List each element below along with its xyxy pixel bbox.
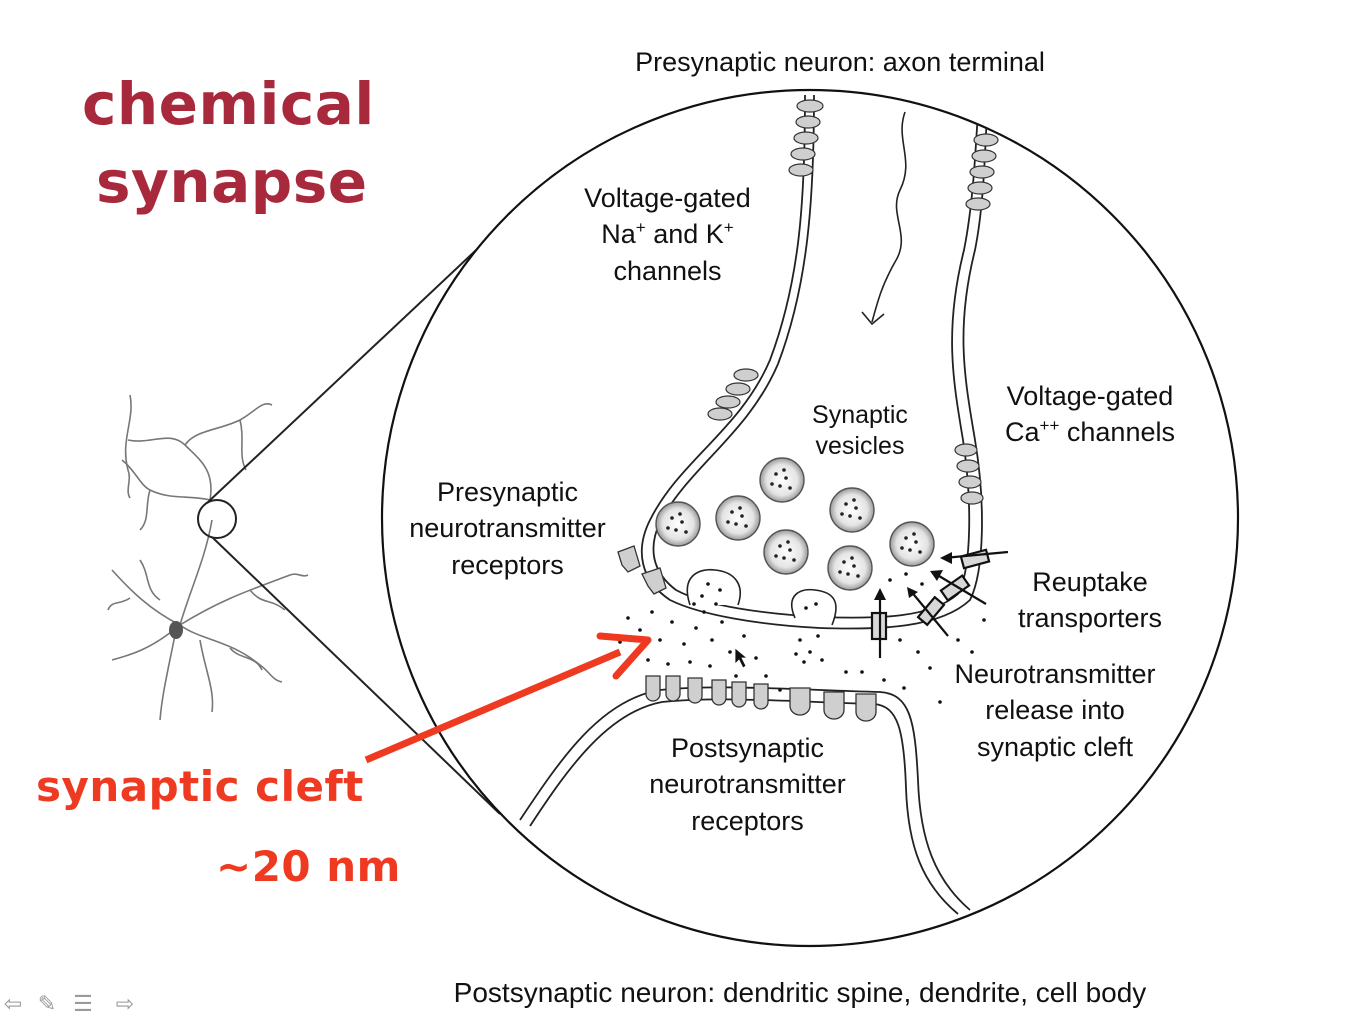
na-k-channels-label: Voltage-gated Na+ and K+ channels	[555, 180, 780, 289]
pre-line-2: neurotransmitter	[409, 513, 606, 544]
ca-text: Ca	[1005, 417, 1040, 448]
na-k-line-3: channels	[613, 255, 722, 286]
synaptic-cleft-label: synaptic cleft	[36, 762, 364, 811]
magnified-view	[380, 88, 1240, 948]
reuptake-transporters	[870, 548, 1009, 658]
arrow-right-icon[interactable]: ⇨	[115, 991, 135, 1016]
presynaptic-receptors	[617, 545, 667, 595]
action-potential-arrowhead	[861, 311, 885, 326]
action-potential-arrow	[871, 111, 907, 323]
vesicle-contents	[666, 468, 922, 578]
zoom-line-top	[206, 236, 491, 504]
vesicles-line-2: vesicles	[815, 432, 905, 461]
mouse-cursor	[734, 647, 749, 669]
ca-channels	[954, 443, 984, 505]
postsynaptic-receptors	[645, 675, 877, 722]
nt-line-3: synaptic cleft	[976, 731, 1134, 762]
pre-line-1: Presynaptic	[436, 477, 579, 507]
slide-toolbar: ⇦ ✎ ☰ ⇨	[0, 988, 160, 1017]
k-text: and K	[653, 219, 724, 250]
vesicles-label: Synaptic vesicles	[790, 400, 930, 463]
presynaptic-receptors-label: Presynaptic neurotransmitter receptors	[390, 474, 625, 583]
na-k-line-2: Na+ and K+	[555, 216, 780, 252]
na-text: Na	[601, 219, 636, 250]
reuptake-label: Reuptake transporters	[1000, 564, 1180, 637]
reuptake-arrowheads	[874, 552, 952, 600]
k-charge: +	[723, 218, 734, 238]
title-line-2: synapse	[96, 148, 368, 216]
pen-icon[interactable]: ✎	[37, 991, 57, 1016]
menu-icon[interactable]: ☰	[73, 991, 93, 1016]
zoom-line-bottom	[211, 536, 501, 815]
neuron-sketch	[107, 394, 309, 721]
reuptake-line-1: Reuptake	[1032, 567, 1148, 597]
post-line-1: Postsynaptic	[670, 733, 825, 763]
nt-line-1: Neurotransmitter	[954, 659, 1156, 689]
neurotransmitter-molecules	[618, 572, 986, 704]
postsynaptic-neuron-label: Postsynaptic neuron: dendritic spine, de…	[453, 977, 1147, 1008]
post-line-3: receptors	[691, 805, 804, 836]
cleft-size-label: ~20 nm	[216, 842, 401, 891]
pre-line-3: receptors	[451, 549, 564, 580]
nt-line-2: release into	[985, 695, 1125, 726]
postsynaptic-receptors-label: Postsynaptic neurotransmitter receptors	[620, 730, 875, 839]
title-line-1: chemical	[82, 70, 375, 138]
synaptic-vesicles	[655, 457, 935, 591]
ca-channels-label: Voltage-gated Ca++ channels	[980, 378, 1200, 451]
cleft-arrow-head	[596, 632, 652, 680]
cell-body	[169, 621, 183, 639]
post-line-2: neurotransmitter	[649, 769, 846, 800]
vesicles-line-1: Synaptic	[812, 401, 908, 429]
zoom-source-circle	[197, 499, 237, 539]
nt-release-label: Neurotransmitter release into synaptic c…	[930, 656, 1180, 765]
ca-charge: ++	[1039, 416, 1060, 436]
postsynaptic-membrane	[519, 686, 971, 915]
na-k-line-1: Voltage-gated	[584, 183, 751, 213]
arrow-left-icon[interactable]: ⇦	[3, 991, 23, 1016]
reuptake-line-2: transporters	[1017, 603, 1163, 634]
na-charge: +	[635, 218, 646, 238]
ca-line-1: Voltage-gated	[1006, 381, 1174, 411]
presynaptic-neuron-label: Presynaptic neuron: axon terminal	[635, 47, 1045, 77]
cleft-arrow-shaft	[364, 648, 622, 764]
na-k-channels	[707, 99, 999, 421]
ca-channels-text: channels	[1059, 417, 1175, 448]
ca-line-2: Ca++ channels	[980, 414, 1200, 450]
